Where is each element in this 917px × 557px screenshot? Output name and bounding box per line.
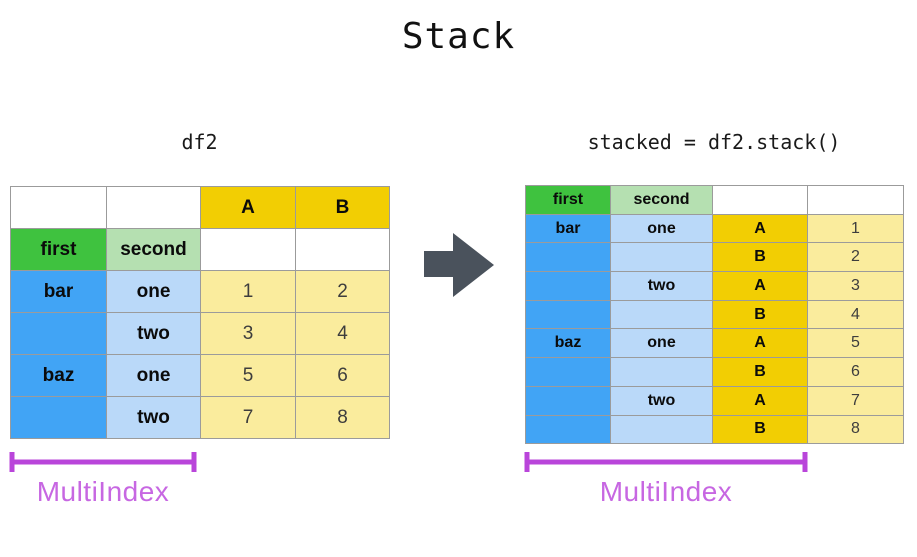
table-cell — [610, 242, 713, 273]
table-cell — [525, 414, 611, 445]
table-cell: B — [712, 242, 808, 273]
table-cell: bar — [525, 213, 611, 244]
table-cell: one — [106, 354, 201, 397]
table-cell: 7 — [807, 385, 904, 416]
table-cell: A — [200, 186, 296, 229]
table-cell: 1 — [807, 213, 904, 244]
table-cell: first — [10, 228, 107, 271]
table-cell: baz — [10, 354, 107, 397]
table-cell — [10, 312, 107, 355]
table-cell — [525, 242, 611, 273]
table-cell: 6 — [807, 357, 904, 387]
table-cell: 1 — [200, 270, 296, 313]
table-cell — [200, 228, 296, 271]
table-cell: second — [106, 228, 201, 271]
table-cell: two — [106, 312, 201, 355]
page-title: Stack — [401, 16, 516, 57]
table-cell — [610, 299, 713, 330]
table-cell: B — [295, 186, 390, 229]
table-cell — [10, 396, 107, 439]
table-cell: B — [712, 414, 808, 445]
right-arrow-icon — [424, 233, 494, 297]
table-cell: two — [106, 396, 201, 439]
table-cell: 7 — [200, 396, 296, 439]
table-cell: two — [610, 385, 713, 416]
table-cell: A — [712, 385, 808, 416]
table-cell — [610, 414, 713, 445]
table-cell: A — [712, 213, 808, 244]
table-cell: B — [712, 357, 808, 387]
table-cell: 5 — [807, 328, 904, 359]
right-table-title: stacked = df2.stack() — [587, 130, 841, 154]
table-cell — [106, 186, 201, 229]
table-cell: bar — [10, 270, 107, 313]
table-cell — [712, 185, 808, 215]
table-cell — [10, 186, 107, 229]
table-cell: one — [610, 213, 713, 244]
multiindex-bracket-left-icon — [9, 452, 197, 472]
table-cell: 5 — [200, 354, 296, 397]
table-cell: 3 — [807, 271, 904, 301]
table-cell: 2 — [807, 242, 904, 273]
table-cell — [525, 357, 611, 387]
table-cell — [295, 228, 390, 271]
table-cell: one — [610, 328, 713, 359]
table-cell: 2 — [295, 270, 390, 313]
table-cell: baz — [525, 328, 611, 359]
table-cell — [525, 385, 611, 416]
multiindex-bracket-right-icon — [524, 452, 808, 472]
table-cell: 3 — [200, 312, 296, 355]
multiindex-label-left: MultiIndex — [36, 476, 170, 507]
table-cell: 4 — [295, 312, 390, 355]
table-cell: 6 — [295, 354, 390, 397]
table-cell — [525, 299, 611, 330]
table-cell: second — [610, 185, 713, 215]
table-cell: one — [106, 270, 201, 313]
table-cell — [525, 271, 611, 301]
multiindex-label-right: MultiIndex — [599, 476, 733, 507]
table-cell: A — [712, 271, 808, 301]
left-table-title: df2 — [181, 130, 218, 154]
table-cell: two — [610, 271, 713, 301]
table-cell: A — [712, 328, 808, 359]
table-cell: 8 — [295, 396, 390, 439]
table-cell — [610, 357, 713, 387]
table-cell: 8 — [807, 414, 904, 445]
table-cell: B — [712, 299, 808, 330]
table-cell: 4 — [807, 299, 904, 330]
table-cell: first — [525, 185, 611, 215]
table-cell — [807, 185, 904, 215]
